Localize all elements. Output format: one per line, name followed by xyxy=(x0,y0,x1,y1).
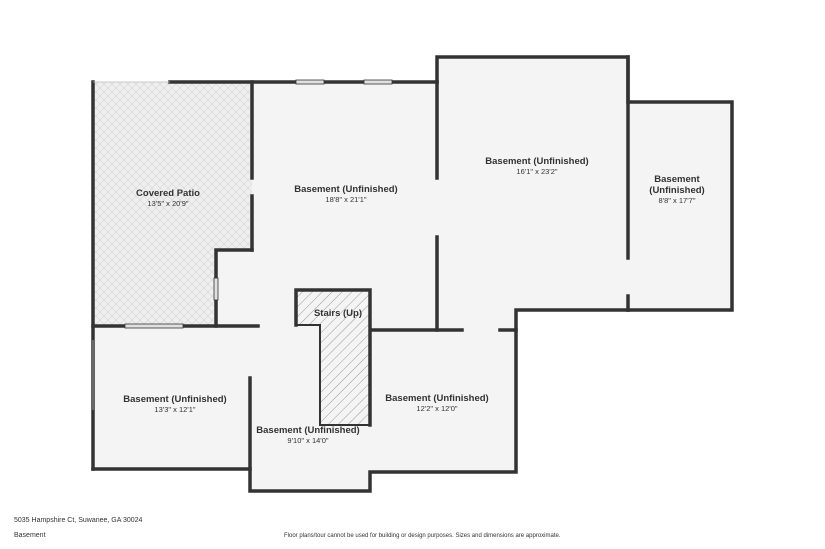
basement-far-right-floor xyxy=(628,102,732,310)
stairs-floor xyxy=(296,290,370,425)
room-dims-basement-far-right: 8'8" x 17'7" xyxy=(659,196,696,205)
wall-stairs xyxy=(294,288,372,427)
room-dims-basement-lower-center: 9'10" x 14'0" xyxy=(287,436,328,445)
room-dims-basement-lower-left: 13'3" x 12'1" xyxy=(154,405,195,414)
wall-lower-right-outer xyxy=(91,308,630,493)
basement-upper-right-floor xyxy=(437,57,628,330)
room-dims-covered-patio: 13'5" x 20'9" xyxy=(147,199,188,208)
room-name-basement-lower-left: Basement (Unfinished) xyxy=(123,394,226,405)
wall-patio-step xyxy=(214,248,254,328)
room-name-basement-lower-right: Basement (Unfinished) xyxy=(385,393,488,404)
basement-lower-center-floor xyxy=(250,290,370,491)
room-name-basement-upper-right: Basement (Unfinished) xyxy=(485,156,588,167)
room-name-basement-main: Basement (Unfinished) xyxy=(294,184,397,195)
room-name-basement-far-right-line1: Basement xyxy=(654,174,700,185)
room-dims-basement-main: 18'8" x 21'1" xyxy=(325,195,366,204)
window-lower-left xyxy=(124,323,184,329)
window-top-2 xyxy=(363,79,393,85)
property-address: 5035 Hampshire Ct, Suwanee, GA 30024 xyxy=(14,517,143,524)
walls xyxy=(91,55,734,493)
basement-lower-right-floor xyxy=(370,330,516,472)
basement-lower-left-floor xyxy=(93,326,250,469)
basement-main-floor-left xyxy=(216,250,294,326)
wall-stairs-inner xyxy=(295,324,371,426)
room-name-basement-lower-center: Basement (Unfinished) xyxy=(256,425,359,436)
room-dims-basement-upper-right: 16'1" x 23'2" xyxy=(516,167,557,176)
windows xyxy=(92,79,393,410)
room-dims-basement-lower-right: 12'2" x 12'0" xyxy=(416,404,457,413)
window-top-1 xyxy=(295,79,325,85)
disclaimer-text: Floor plans/tour cannot be used for buil… xyxy=(284,533,561,539)
room-name-stairs: Stairs (Up) xyxy=(314,308,362,319)
room-name-basement-far-right-line2: (Unfinished) xyxy=(649,185,704,196)
room-labels: Covered Patio 13'5" x 20'9" Basement (Un… xyxy=(123,156,704,445)
floor-areas xyxy=(93,57,732,491)
window-patio-step xyxy=(213,277,219,301)
floor-level-label: Basement xyxy=(14,532,46,539)
room-name-covered-patio: Covered Patio xyxy=(136,188,200,199)
